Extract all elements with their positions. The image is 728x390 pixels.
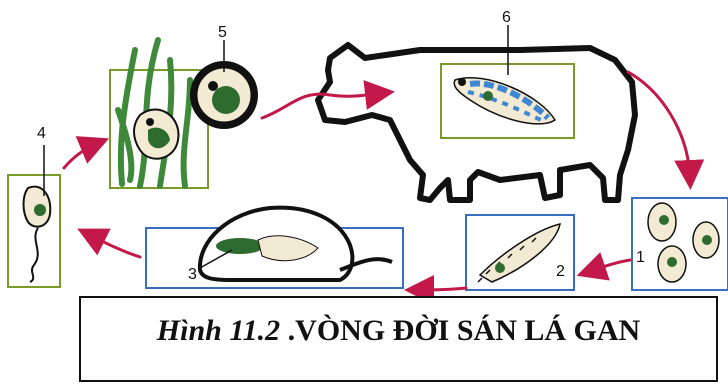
label-1: 1: [636, 249, 645, 266]
label-4: 4: [37, 125, 46, 142]
arrow-eggs-to-miracidium: [588, 260, 630, 272]
caption-separator: .: [280, 314, 295, 347]
arrow-miracidium-to-snail: [416, 288, 466, 290]
label-5: 5: [218, 24, 227, 41]
metacercaria-on-plant-icon: [134, 109, 178, 158]
label-2: 2: [556, 263, 565, 280]
figure-number: Hình 11.2: [157, 314, 280, 347]
figure-caption-box: Hình 11.2 .VÒNG ĐỜI SÁN LÁ GAN: [79, 296, 718, 382]
figure-caption: Hình 11.2 .VÒNG ĐỜI SÁN LÁ GAN: [81, 314, 716, 348]
arrow-cercaria-to-plants: [64, 143, 98, 168]
arrow-cow-to-eggs: [628, 72, 690, 178]
arrow-snail-to-cercaria: [88, 234, 140, 257]
label-6: 6: [502, 9, 511, 26]
caption-text: VÒNG ĐỜI SÁN LÁ GAN: [295, 314, 640, 347]
label-3: 3: [188, 266, 197, 283]
